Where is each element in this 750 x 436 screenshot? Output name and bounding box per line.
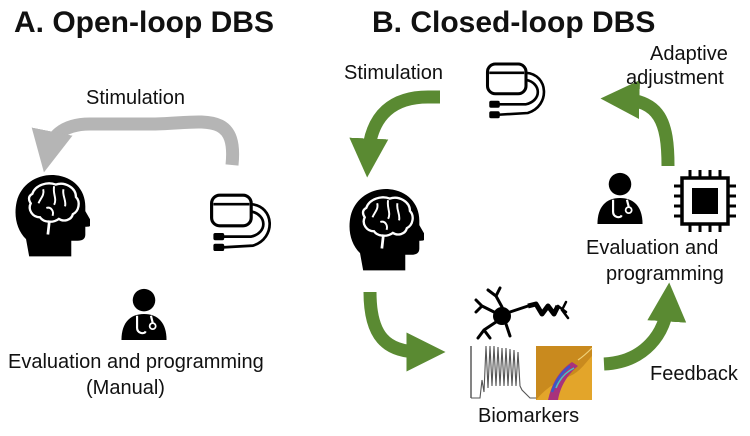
neuron-icon	[474, 286, 570, 340]
feedback-arrow	[603, 282, 687, 371]
panel-b-title: B. Closed-loop DBS	[372, 6, 656, 39]
chip-icon	[674, 170, 736, 232]
stimulation-arrow	[349, 90, 440, 178]
stimulator-device-icon	[209, 193, 272, 253]
evaluation-label-line1: Evaluation and	[586, 237, 719, 259]
stimulator-device-icon-b	[485, 62, 546, 120]
clinician-icon	[120, 287, 168, 342]
adaptive-label-line1: Adaptive	[650, 43, 728, 65]
biomarker-arrow	[363, 291, 446, 372]
feedback-label: Feedback	[650, 363, 738, 385]
panel-a-manual-label: (Manual)	[86, 377, 165, 399]
adaptive-label-line2: adjustment	[626, 67, 724, 89]
adaptive-adjustment-arrow	[600, 80, 675, 167]
biomarkers-label: Biomarkers	[478, 405, 580, 427]
brain-head-icon-b	[348, 187, 424, 272]
clinician-icon-b	[596, 171, 644, 226]
panel-a-evaluation-label: Evaluation and programming	[8, 351, 264, 373]
panel-b-stimulation-label: Stimulation	[344, 62, 443, 84]
panel-a-stimulation-label: Stimulation	[86, 87, 185, 109]
spectrogram-icon	[536, 346, 593, 400]
panel-a-title: A. Open-loop DBS	[14, 6, 274, 39]
open-loop-stimulation-arrow	[31, 115, 240, 173]
evaluation-label-line2: programming	[606, 263, 724, 285]
brain-head-icon	[14, 173, 90, 258]
spike-trace-icon	[470, 345, 540, 399]
